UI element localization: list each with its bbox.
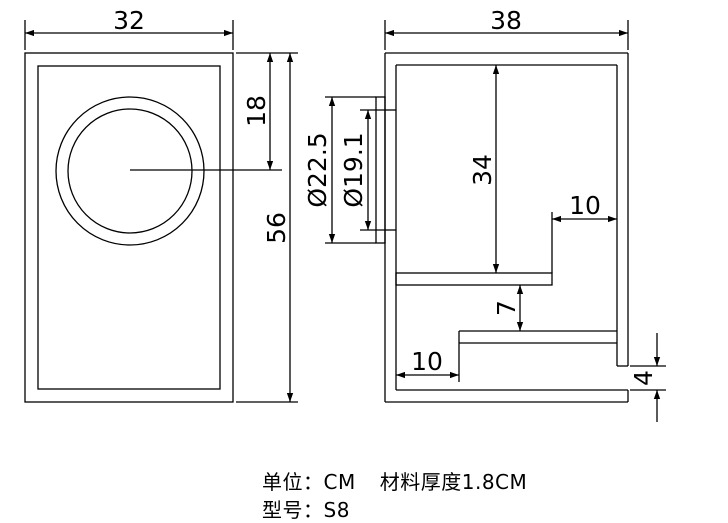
driver-offset-label: 18 (242, 95, 271, 127)
unit-prefix: 单位： (262, 470, 324, 494)
front-panel-inner (37, 65, 221, 390)
port-length-label: 34 (468, 154, 497, 186)
shelf-gap-label: 7 (492, 300, 521, 316)
front-height-label: 56 (262, 212, 291, 244)
driver-outer-circle (55, 96, 205, 246)
driver-flange (375, 96, 386, 244)
thickness-prefix: 材料厚度 (379, 470, 462, 494)
side-depth-label: 38 (490, 6, 522, 35)
front-panel-outer (24, 52, 234, 403)
port-width-label: 10 (569, 191, 601, 220)
unit-note: 单位：CM 材料厚度1.8CM (262, 466, 527, 495)
bottom-offset-label: 10 (411, 347, 443, 376)
side-view (325, 20, 666, 422)
inner-diameter-label: Ø19.1 (339, 132, 368, 207)
model-prefix: 型号： (262, 498, 324, 522)
driver-inner-circle (67, 108, 193, 234)
outer-diameter-label: Ø22.5 (303, 132, 332, 207)
slot-height-label: 4 (629, 370, 658, 386)
upper-shelf (395, 272, 553, 286)
model-value: S8 (323, 498, 350, 522)
model-note: 型号：S8 (262, 494, 350, 523)
front-view (24, 20, 298, 403)
front-width-label: 32 (113, 6, 145, 35)
thickness-value: 1.8CM (461, 470, 528, 494)
dimension-labels: 32 56 18 38 Ø22.5 Ø19.1 34 10 7 10 4 (113, 6, 658, 386)
unit-value: CM (323, 470, 356, 494)
